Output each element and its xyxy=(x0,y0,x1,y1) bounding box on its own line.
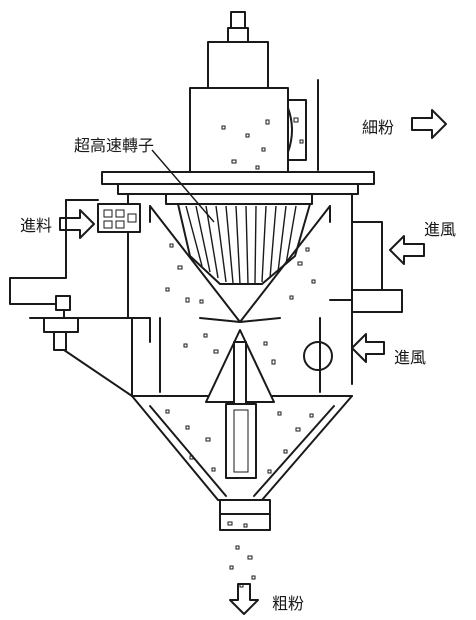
powder-particles xyxy=(165,117,316,588)
motor-assembly xyxy=(189,11,319,193)
rotor-label: 超高速轉子 xyxy=(74,136,155,155)
upper-housing xyxy=(101,171,375,205)
air-inlet-lower-label: 進風 xyxy=(394,348,427,367)
feed-inlet xyxy=(97,203,141,233)
left-housing xyxy=(9,199,151,351)
right-housing xyxy=(303,221,403,385)
arrow-left-icon xyxy=(351,333,385,363)
arrow-down-icon xyxy=(229,583,259,615)
rotor xyxy=(177,203,311,285)
arrow-left-icon xyxy=(389,235,425,265)
hopper xyxy=(131,395,353,531)
cone-deflector xyxy=(205,329,275,413)
feed-label: 進料 xyxy=(20,216,53,235)
middle-housing xyxy=(63,317,353,397)
coarse-powder-label: 粗粉 xyxy=(272,594,305,613)
rotor-leader-line xyxy=(151,149,215,223)
fine-powder-label: 細粉 xyxy=(362,118,395,137)
arrow-right-icon xyxy=(411,109,447,139)
arrow-right-icon xyxy=(59,209,95,239)
air-inlet-upper-label: 進風 xyxy=(424,220,457,239)
